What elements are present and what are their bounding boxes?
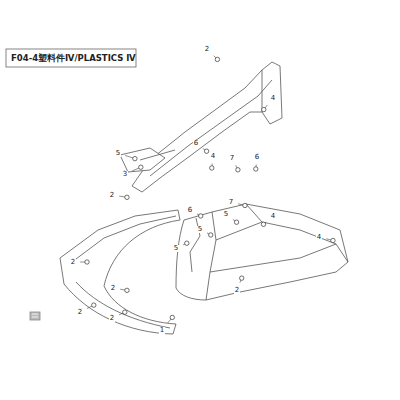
fastener: [139, 165, 143, 169]
fastener: [261, 222, 265, 226]
callout-number: 4: [270, 95, 276, 102]
fastener: [234, 220, 238, 224]
fastener: [204, 149, 208, 153]
callout-number: 5: [173, 245, 179, 252]
leader-line: [120, 289, 125, 291]
leader-line: [265, 105, 267, 108]
fastener: [254, 167, 258, 171]
fastener: [210, 166, 214, 170]
fastener: [243, 203, 247, 207]
callout-number: 7: [229, 155, 235, 162]
callout-number: 2: [109, 315, 115, 322]
callout-number: 7: [228, 199, 234, 206]
fastener: [125, 195, 129, 199]
leader-line: [132, 168, 139, 171]
callout-number: 2: [204, 46, 210, 53]
callout-number: 6: [254, 154, 260, 161]
leader-line: [168, 319, 171, 323]
fastener: [85, 260, 89, 264]
callout-number: 2: [234, 287, 240, 294]
leader-line: [119, 313, 123, 315]
fastener: [236, 168, 240, 172]
callout-number: 2: [77, 309, 83, 316]
fastener: [170, 315, 174, 319]
callout-number: 2: [109, 192, 115, 199]
callout-number: 5: [197, 226, 203, 233]
leader-line: [238, 204, 243, 205]
callout-number: 6: [193, 140, 199, 147]
fastener: [133, 156, 137, 160]
fastener: [185, 241, 189, 245]
callout-number: 2: [70, 259, 76, 266]
fastener: [215, 57, 219, 61]
callout-number: 4: [316, 234, 322, 241]
callout-number: 6: [187, 207, 193, 214]
callout-number: 1: [159, 327, 165, 334]
fastener: [123, 310, 127, 314]
callout-number: 4: [210, 153, 216, 160]
fastener: [331, 238, 335, 242]
callout-number: 3: [122, 171, 128, 178]
callout-number: 5: [223, 211, 229, 218]
diagram-title: F04-4塑料件Ⅳ/PLASTICS Ⅳ: [11, 53, 136, 63]
fastener: [125, 288, 129, 292]
fastener: [199, 214, 203, 218]
fastener: [209, 233, 213, 237]
callout-number: 2: [110, 285, 116, 292]
leader-line: [326, 239, 331, 240]
fastener: [92, 303, 96, 307]
callout-number: 4: [270, 213, 276, 220]
leader-line: [119, 196, 125, 198]
fastener: [262, 107, 266, 111]
leader-line: [80, 262, 85, 263]
callout-number: 5: [115, 150, 121, 157]
leader-line: [87, 306, 92, 308]
fastener: [240, 276, 244, 280]
leader-line: [125, 155, 133, 158]
